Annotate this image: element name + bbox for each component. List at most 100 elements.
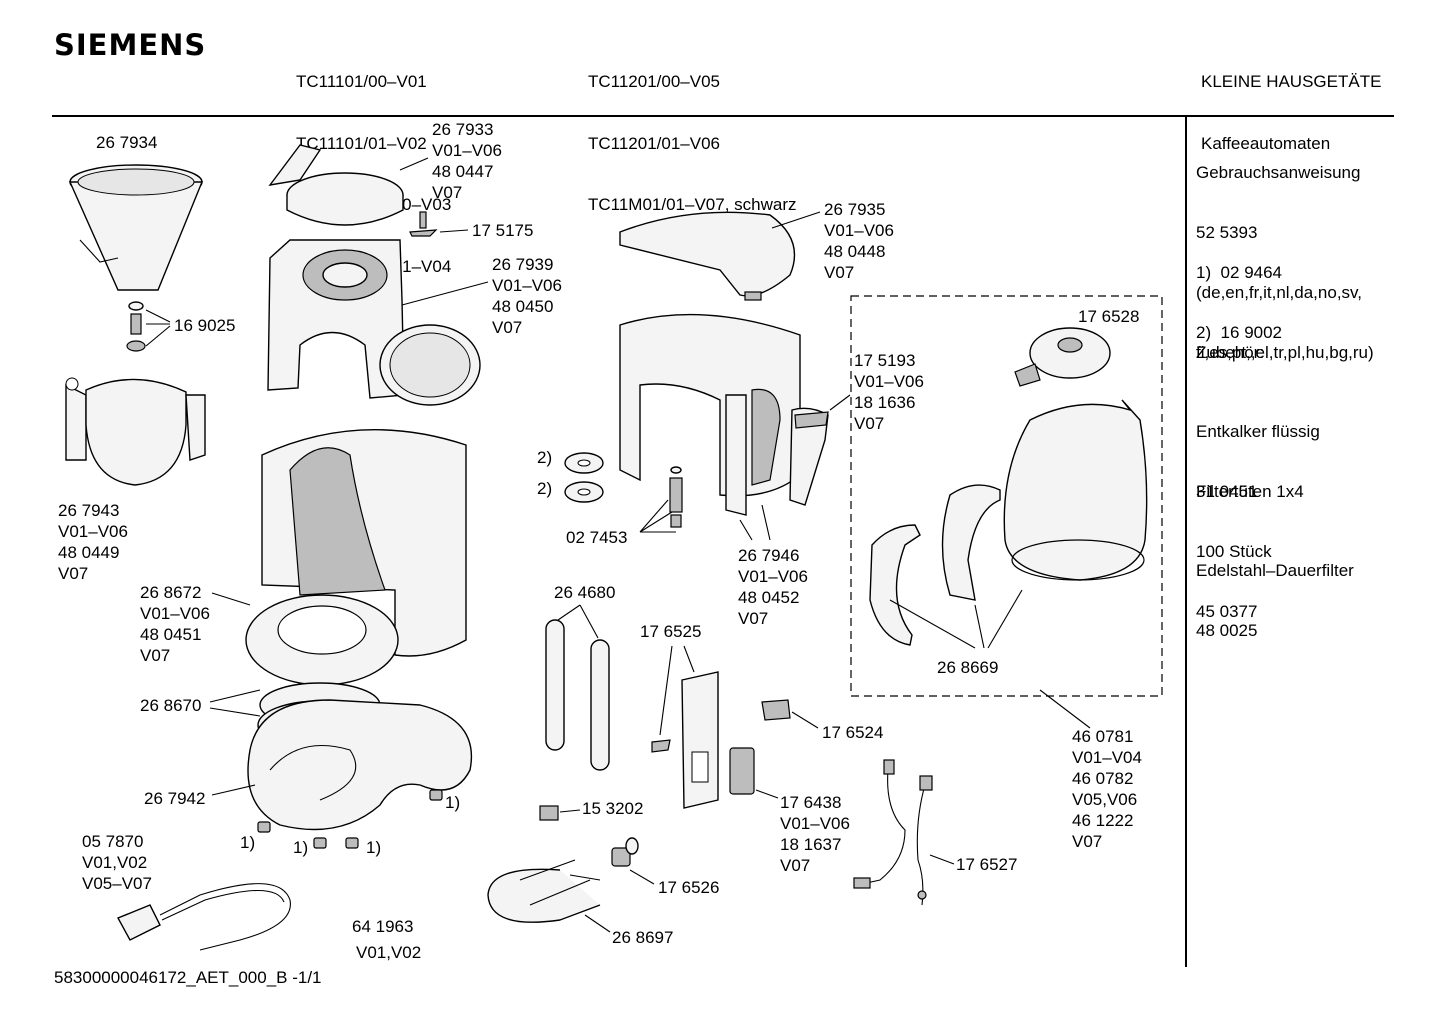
filter-insert	[65, 377, 206, 486]
callout-water-tank-lid: V07	[824, 263, 854, 282]
callout-switch: V01–V06	[780, 814, 850, 833]
callout-water-tank-lid: 26 7935	[824, 200, 885, 219]
carafe-handle-parts	[869, 484, 1001, 646]
warming-plate-ring	[245, 594, 399, 686]
accessory-number: 31 0451	[1196, 482, 1258, 501]
manual-languages: fi,es,pt,,el,tr,pl,hu,bg,ru)	[1196, 343, 1374, 362]
callout-power-cord: 05 7870	[82, 832, 143, 851]
callout-valve-spring: 02 7453	[566, 528, 627, 547]
sidebar-divider	[1185, 117, 1187, 967]
callout-carafe: 46 0782	[1072, 769, 1133, 788]
top-lid	[268, 144, 404, 226]
screw	[409, 211, 438, 237]
callout-top-lid: V07	[432, 183, 462, 202]
callout-thermostat: 17 6526	[658, 878, 719, 897]
header-divider	[52, 115, 1394, 117]
document-id: 58300000046172_AET_000_B -1/1	[54, 968, 322, 987]
model-number: TC11201/00–V05	[588, 72, 721, 91]
callout-level-indicator: V01–V06	[854, 372, 924, 391]
callout-screw: 17 5175	[472, 221, 533, 240]
callout-switch: V07	[780, 856, 810, 875]
callout-top-lid: 26 7933	[432, 120, 493, 139]
brand-logo: SIEMENS	[54, 28, 207, 62]
subcategory-title: Kaffeeautomaten	[1201, 133, 1331, 153]
accessory-filters: Filtertüten 1x4 100 Stück 45 0377	[1196, 442, 1304, 642]
footnote-2: 2) 16 9002	[1196, 323, 1283, 342]
callout-switch: 17 6438	[780, 793, 841, 812]
accessory-descaler: Entkalker flüssig 31 0451	[1196, 382, 1320, 522]
filter-holder	[68, 164, 204, 291]
callout-carafe: 46 1222	[1072, 811, 1133, 830]
wiring-harness	[853, 759, 933, 906]
footnote-marker: 1)	[366, 838, 381, 857]
callout-heating-element: 26 8697	[612, 928, 673, 947]
callout-power-cord: V05–V07	[82, 874, 152, 893]
callout-cord-set: V01,V02	[356, 943, 421, 962]
callout-water-tank: 26 7946	[738, 546, 799, 565]
callout-carafe-handle: 26 8669	[937, 658, 998, 677]
callout-level-indicator: 18 1636	[854, 393, 915, 412]
washers	[564, 452, 604, 503]
callout-filter-insert: 48 0449	[58, 543, 119, 562]
callout-filter-insert: V01–V06	[58, 522, 128, 541]
valve-spring	[669, 466, 683, 528]
callout-carafe-lid: 17 6528	[1078, 307, 1139, 326]
carafe-lid	[1014, 327, 1111, 387]
callout-wiring: 17 6527	[956, 855, 1017, 874]
callout-carafe: V05,V06	[1072, 790, 1137, 809]
callout-level-indicator: V07	[854, 414, 884, 433]
accessory-name: Edelstahl–Dauerfilter	[1196, 561, 1354, 580]
callout-warming-ring: 48 0451	[140, 625, 201, 644]
callout-water-tank: 48 0452	[738, 588, 799, 607]
footnotes: 1) 02 9464 2) 16 9002	[1196, 223, 1282, 363]
footnote-marker: 1)	[240, 833, 255, 852]
callout-top-lid: 48 0447	[432, 162, 493, 181]
callout-upper-housing: 26 7939	[492, 255, 553, 274]
callout-warming-ring: V07	[140, 646, 170, 665]
water-tank	[619, 313, 801, 516]
model-number: TC11M01/01–V07, schwarz	[588, 195, 797, 214]
callout-water-tank-lid: V01–V06	[824, 221, 894, 240]
model-list-2: TC11201/00–V05 TC11201/01–V06 TC11M01/01…	[588, 31, 797, 236]
manual-title: Gebrauchsanweisung	[1196, 163, 1361, 182]
callout-top-lid: V01–V06	[432, 141, 502, 160]
accessory-name: Filtertüten 1x4	[1196, 482, 1304, 501]
callout-connector: 17 6524	[822, 723, 883, 742]
callout-upper-housing: 48 0450	[492, 297, 553, 316]
callout-warming-ring: V01–V06	[140, 604, 210, 623]
connector	[761, 699, 791, 721]
callout-carafe: 46 0781	[1072, 727, 1133, 746]
callout-valve: 16 9025	[174, 316, 235, 335]
accessory-number: 45 0377	[1196, 602, 1258, 621]
rubber-feet	[257, 789, 443, 849]
callout-filter-holder: 26 7934	[96, 133, 157, 152]
callout-base-plate: 26 7942	[144, 789, 205, 808]
callout-water-tank-lid: 48 0448	[824, 242, 885, 261]
callout-warming-ring: 26 8672	[140, 583, 201, 602]
switch-panel	[651, 671, 719, 809]
accessory-name: Entkalker flüssig	[1196, 422, 1320, 441]
glass-carafe	[1003, 399, 1148, 581]
model-number: TC11101/00–V01	[296, 72, 427, 91]
main-body	[261, 429, 467, 657]
thermostat	[611, 837, 639, 867]
footnote-marker: 2)	[537, 479, 552, 498]
category-title: KLEINE HAUSGETÄTE	[1201, 72, 1382, 91]
footnote-marker: 1)	[293, 838, 308, 857]
valve-parts	[126, 301, 171, 352]
accessories-title: Zubehör:	[1196, 343, 1265, 362]
model-number: TC11101/01–V02	[296, 133, 427, 153]
callout-water-tank: V01–V06	[738, 567, 808, 586]
callout-filter-insert: V07	[58, 564, 88, 583]
callout-cord-set: 64 1963	[352, 917, 413, 936]
callout-upper-housing: V01–V06	[492, 276, 562, 295]
footnote-marker: 1)	[445, 793, 460, 812]
category-block: KLEINE HAUSGETÄTE Kaffeeautomaten	[1201, 31, 1381, 175]
fuse	[539, 805, 559, 821]
callout-tubes: 26 4680	[554, 583, 615, 602]
upper-housing	[267, 239, 481, 406]
manual-languages: (de,en,fr,it,nl,da,no,sv,	[1196, 283, 1362, 302]
footnote-1: 1) 02 9464	[1196, 263, 1283, 282]
switch	[729, 747, 755, 795]
